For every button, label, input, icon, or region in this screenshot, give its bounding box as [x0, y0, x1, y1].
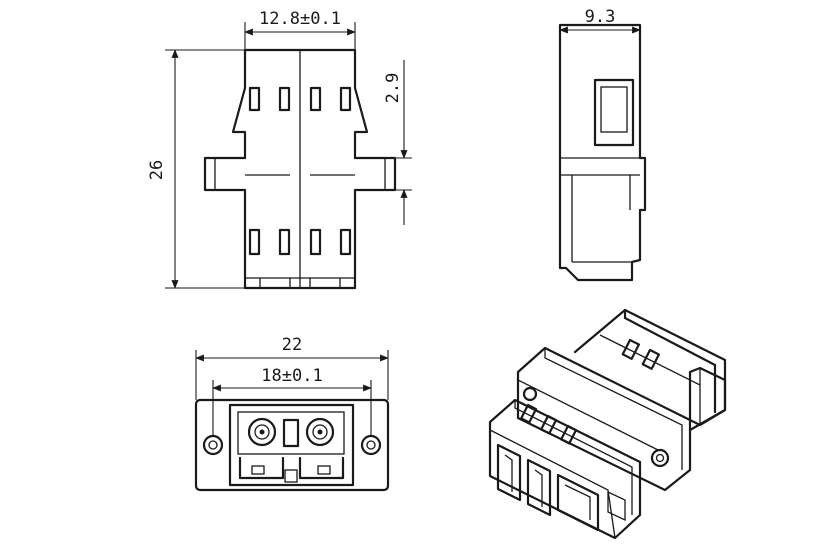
dim-side-width: 9.3: [585, 7, 616, 27]
dim-height: 26: [147, 160, 167, 180]
isometric-view: [488, 308, 727, 540]
side-view: 9.3: [558, 7, 647, 282]
bottom-view: 22 18±0.1: [194, 335, 390, 492]
front-view: 12.8±0.1 26 2.9: [147, 9, 412, 290]
dim-top-width: 12.8±0.1: [259, 9, 341, 29]
dim-bottom-inner-width: 18±0.1: [261, 366, 322, 386]
dim-small-vertical: 2.9: [383, 73, 403, 104]
dim-bottom-total-width: 22: [282, 335, 302, 355]
